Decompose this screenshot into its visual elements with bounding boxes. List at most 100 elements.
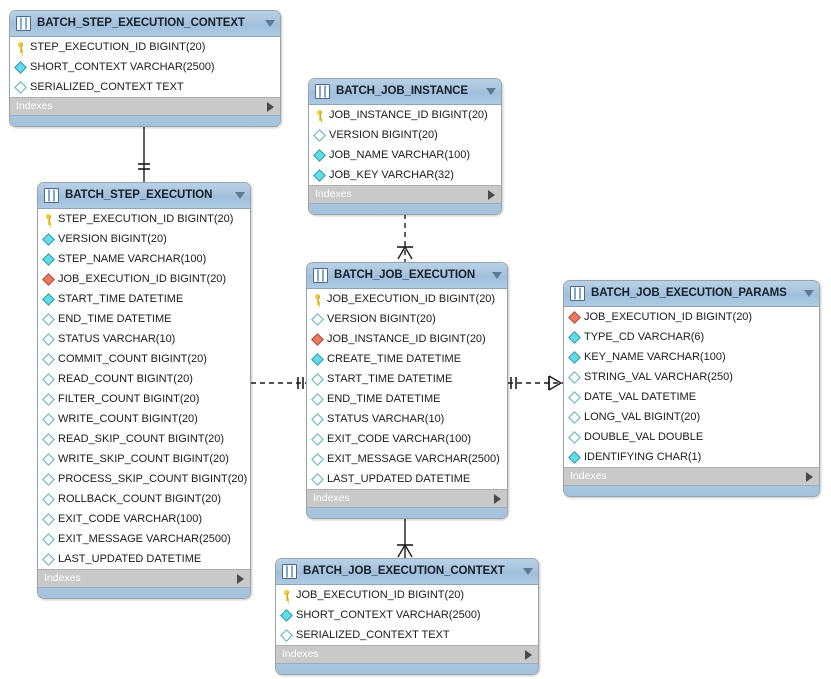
column-row[interactable]: END_TIME DATETIME: [307, 389, 507, 409]
chevron-right-icon[interactable]: [237, 573, 244, 584]
column-row[interactable]: VERSION BIGINT(20): [307, 309, 507, 329]
table-header-batch-job-execution[interactable]: BATCH_JOB_EXECUTION: [307, 263, 507, 289]
column-row[interactable]: START_TIME DATETIME: [38, 289, 250, 309]
column-label: IDENTIFYING CHAR(1): [584, 450, 702, 463]
column-row[interactable]: TYPE_CD VARCHAR(6): [564, 327, 819, 347]
indexes-section-batch-job-execution-params[interactable]: Indexes: [564, 467, 819, 485]
fk-diamond-icon: [569, 312, 580, 323]
column-row[interactable]: EXIT_CODE VARCHAR(100): [307, 429, 507, 449]
column-row[interactable]: EXIT_CODE VARCHAR(100): [38, 509, 250, 529]
column-row[interactable]: KEY_NAME VARCHAR(100): [564, 347, 819, 367]
table-grid-icon: [570, 286, 585, 301]
table-batch-job-instance[interactable]: BATCH_JOB_INSTANCE JOB_INSTANCE_ID BIGINT…: [308, 78, 502, 215]
chevron-right-icon[interactable]: [488, 189, 495, 200]
column-row[interactable]: VERSION BIGINT(20): [38, 229, 250, 249]
indexes-label: Indexes: [313, 492, 350, 505]
indexes-section-batch-step-execution[interactable]: Indexes: [38, 569, 250, 587]
chevron-down-icon[interactable]: [804, 290, 814, 297]
column-row[interactable]: SHORT_CONTEXT VARCHAR(2500): [276, 605, 538, 625]
column-row[interactable]: PROCESS_SKIP_COUNT BIGINT(20): [38, 469, 250, 489]
nullable-diamond-icon: [43, 314, 54, 325]
table-header-batch-job-execution-context[interactable]: BATCH_JOB_EXECUTION_CONTEXT: [276, 559, 538, 585]
column-row[interactable]: JOB_INSTANCE_ID BIGINT(20): [307, 329, 507, 349]
column-row[interactable]: JOB_EXECUTION_ID BIGINT(20): [307, 289, 507, 309]
column-label: SERIALIZED_CONTEXT TEXT: [30, 80, 184, 93]
column-row[interactable]: END_TIME DATETIME: [38, 309, 250, 329]
column-row[interactable]: SHORT_CONTEXT VARCHAR(2500): [10, 57, 280, 77]
nullable-diamond-icon: [43, 474, 54, 485]
column-row[interactable]: STEP_EXECUTION_ID BIGINT(20): [38, 209, 250, 229]
column-row[interactable]: JOB_EXECUTION_ID BIGINT(20): [38, 269, 250, 289]
nullable-diamond-icon: [312, 394, 323, 405]
column-row[interactable]: STEP_NAME VARCHAR(100): [38, 249, 250, 269]
notnull-diamond-icon: [15, 62, 26, 73]
chevron-right-icon[interactable]: [494, 493, 501, 504]
column-row[interactable]: DATE_VAL DATETIME: [564, 387, 819, 407]
column-row[interactable]: JOB_EXECUTION_ID BIGINT(20): [276, 585, 538, 605]
column-row[interactable]: FILTER_COUNT BIGINT(20): [38, 389, 250, 409]
column-row[interactable]: STATUS VARCHAR(10): [307, 409, 507, 429]
column-row[interactable]: SERIALIZED_CONTEXT TEXT: [276, 625, 538, 645]
column-row[interactable]: READ_COUNT BIGINT(20): [38, 369, 250, 389]
column-label: SHORT_CONTEXT VARCHAR(2500): [30, 60, 215, 73]
column-row[interactable]: JOB_KEY VARCHAR(32): [309, 165, 501, 185]
column-row[interactable]: WRITE_SKIP_COUNT BIGINT(20): [38, 449, 250, 469]
column-row[interactable]: JOB_NAME VARCHAR(100): [309, 145, 501, 165]
table-columns: JOB_EXECUTION_ID BIGINT(20)SHORT_CONTEXT…: [276, 585, 538, 645]
column-row[interactable]: WRITE_COUNT BIGINT(20): [38, 409, 250, 429]
chevron-down-icon[interactable]: [265, 20, 275, 27]
notnull-diamond-icon: [312, 354, 323, 365]
column-row[interactable]: STRING_VAL VARCHAR(250): [564, 367, 819, 387]
column-row[interactable]: DOUBLE_VAL DOUBLE: [564, 427, 819, 447]
column-row[interactable]: COMMIT_COUNT BIGINT(20): [38, 349, 250, 369]
column-row[interactable]: LONG_VAL BIGINT(20): [564, 407, 819, 427]
chevron-right-icon[interactable]: [806, 471, 813, 482]
indexes-section-batch-job-execution[interactable]: Indexes: [307, 489, 507, 507]
column-label: PROCESS_SKIP_COUNT BIGINT(20): [58, 472, 248, 485]
column-row[interactable]: LAST_UPDATED DATETIME: [38, 549, 250, 569]
column-row[interactable]: EXIT_MESSAGE VARCHAR(2500): [38, 529, 250, 549]
chevron-right-icon[interactable]: [525, 649, 532, 660]
indexes-section-batch-job-execution-context[interactable]: Indexes: [276, 645, 538, 663]
table-header-batch-job-execution-params[interactable]: BATCH_JOB_EXECUTION_PARAMS: [564, 281, 819, 307]
column-label: EXIT_MESSAGE VARCHAR(2500): [58, 532, 231, 545]
column-label: START_TIME DATETIME: [327, 372, 453, 385]
column-row[interactable]: SERIALIZED_CONTEXT TEXT: [10, 77, 280, 97]
table-header-batch-job-instance[interactable]: BATCH_JOB_INSTANCE: [309, 79, 501, 105]
column-row[interactable]: IDENTIFYING CHAR(1): [564, 447, 819, 467]
column-label: FILTER_COUNT BIGINT(20): [58, 392, 200, 405]
column-label: COMMIT_COUNT BIGINT(20): [58, 352, 207, 365]
chevron-down-icon[interactable]: [523, 568, 533, 575]
pk-key-icon: [312, 293, 323, 305]
chevron-right-icon[interactable]: [267, 101, 274, 112]
column-row[interactable]: JOB_INSTANCE_ID BIGINT(20): [309, 105, 501, 125]
chevron-down-icon[interactable]: [235, 192, 245, 199]
chevron-down-icon[interactable]: [492, 272, 502, 279]
chevron-down-icon[interactable]: [486, 88, 496, 95]
column-row[interactable]: ROLLBACK_COUNT BIGINT(20): [38, 489, 250, 509]
table-title: BATCH_JOB_INSTANCE: [336, 84, 468, 97]
table-header-batch-step-execution[interactable]: BATCH_STEP_EXECUTION: [38, 183, 250, 209]
column-row[interactable]: CREATE_TIME DATETIME: [307, 349, 507, 369]
table-header-batch-step-execution-context[interactable]: BATCH_STEP_EXECUTION_CONTEXT: [10, 11, 280, 37]
column-row[interactable]: LAST_UPDATED DATETIME: [307, 469, 507, 489]
column-row[interactable]: STATUS VARCHAR(10): [38, 329, 250, 349]
column-row[interactable]: STEP_EXECUTION_ID BIGINT(20): [10, 37, 280, 57]
column-row[interactable]: JOB_EXECUTION_ID BIGINT(20): [564, 307, 819, 327]
column-row[interactable]: EXIT_MESSAGE VARCHAR(2500): [307, 449, 507, 469]
column-row[interactable]: START_TIME DATETIME: [307, 369, 507, 389]
indexes-section-batch-step-execution-context[interactable]: Indexes: [10, 97, 280, 115]
notnull-diamond-icon: [43, 254, 54, 265]
column-label: CREATE_TIME DATETIME: [327, 352, 462, 365]
column-row[interactable]: VERSION BIGINT(20): [309, 125, 501, 145]
column-label: VERSION BIGINT(20): [327, 312, 436, 325]
indexes-section-batch-job-instance[interactable]: Indexes: [309, 185, 501, 203]
column-row[interactable]: READ_SKIP_COUNT BIGINT(20): [38, 429, 250, 449]
notnull-diamond-icon: [569, 332, 580, 343]
